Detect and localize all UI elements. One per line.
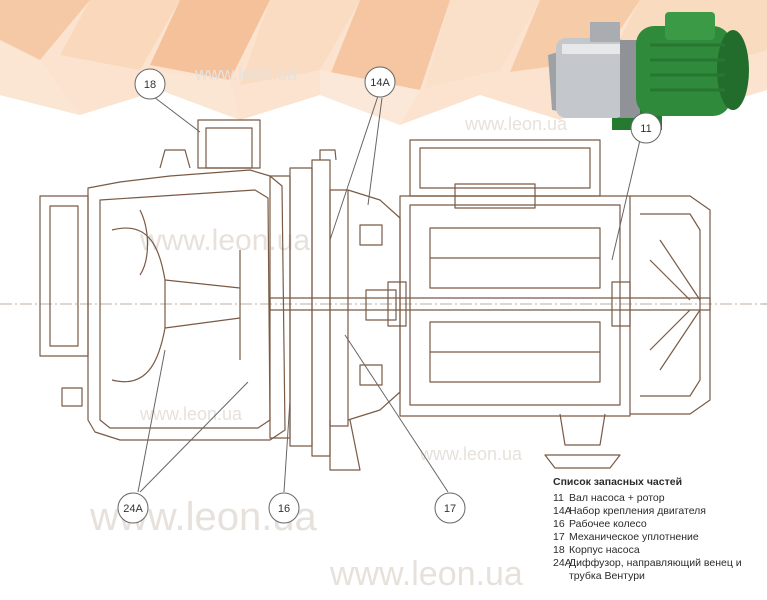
callout-11: 11: [630, 112, 662, 144]
watermark-text: www.leon.ua: [464, 114, 568, 134]
legend-text: Корпус насоса: [569, 544, 640, 556]
svg-text:14A: 14A: [370, 77, 390, 89]
legend-item: 11 Вал насоса + ротор: [553, 492, 763, 505]
legend-title: Список запасных частей: [553, 476, 683, 488]
callout-17: 17: [434, 492, 466, 524]
legend-code: 16: [553, 518, 565, 530]
callout-leaders: [137, 93, 641, 493]
watermark-text: www.leon.ua: [139, 224, 310, 257]
legend-code: 24A: [553, 557, 572, 569]
legend-code: 11: [553, 492, 564, 504]
pump-photo: [548, 12, 749, 130]
svg-text:17: 17: [444, 503, 456, 515]
svg-text:24A: 24A: [123, 503, 143, 515]
pump-cross-section: [0, 119, 767, 471]
legend-text: Механическое уплотнение: [569, 531, 699, 543]
legend-text: Рабочее колесо: [569, 518, 647, 530]
legend-item: 14A Набор крепления двигателя: [553, 505, 763, 518]
callout-18: 18: [134, 68, 166, 100]
callout-14a: 14A: [364, 66, 396, 98]
legend-code: 17: [553, 531, 565, 543]
legend-text: Набор крепления двигателя: [569, 505, 706, 517]
callout-24a: 24A: [117, 492, 149, 524]
watermark-text: www.leon.ua: [194, 64, 298, 84]
legend-code: 14A: [553, 505, 572, 517]
legend-item: 24A Диффузор, направляющий венец и трубк…: [553, 557, 763, 583]
svg-text:16: 16: [278, 503, 290, 515]
watermark-text: www.leon.ua: [139, 404, 243, 424]
watermark-text: www.leon.ua: [419, 444, 523, 464]
watermark-text: www.leon.ua: [329, 555, 523, 593]
legend-item: 17 Механическое уплотнение: [553, 531, 763, 544]
parts-legend: Список запасных частей 11 Вал насоса + р…: [553, 476, 763, 583]
svg-text:18: 18: [144, 79, 156, 91]
legend-text: Вал насоса + ротор: [569, 492, 665, 504]
legend-item: 16 Рабочее колесо: [553, 518, 763, 531]
legend-code: 18: [553, 544, 565, 556]
legend-text: Диффузор, направляющий венец и трубка Ве…: [569, 557, 742, 582]
callout-16: 16: [268, 492, 300, 524]
svg-text:11: 11: [640, 123, 651, 135]
legend-item: 18 Корпус насоса: [553, 544, 763, 557]
